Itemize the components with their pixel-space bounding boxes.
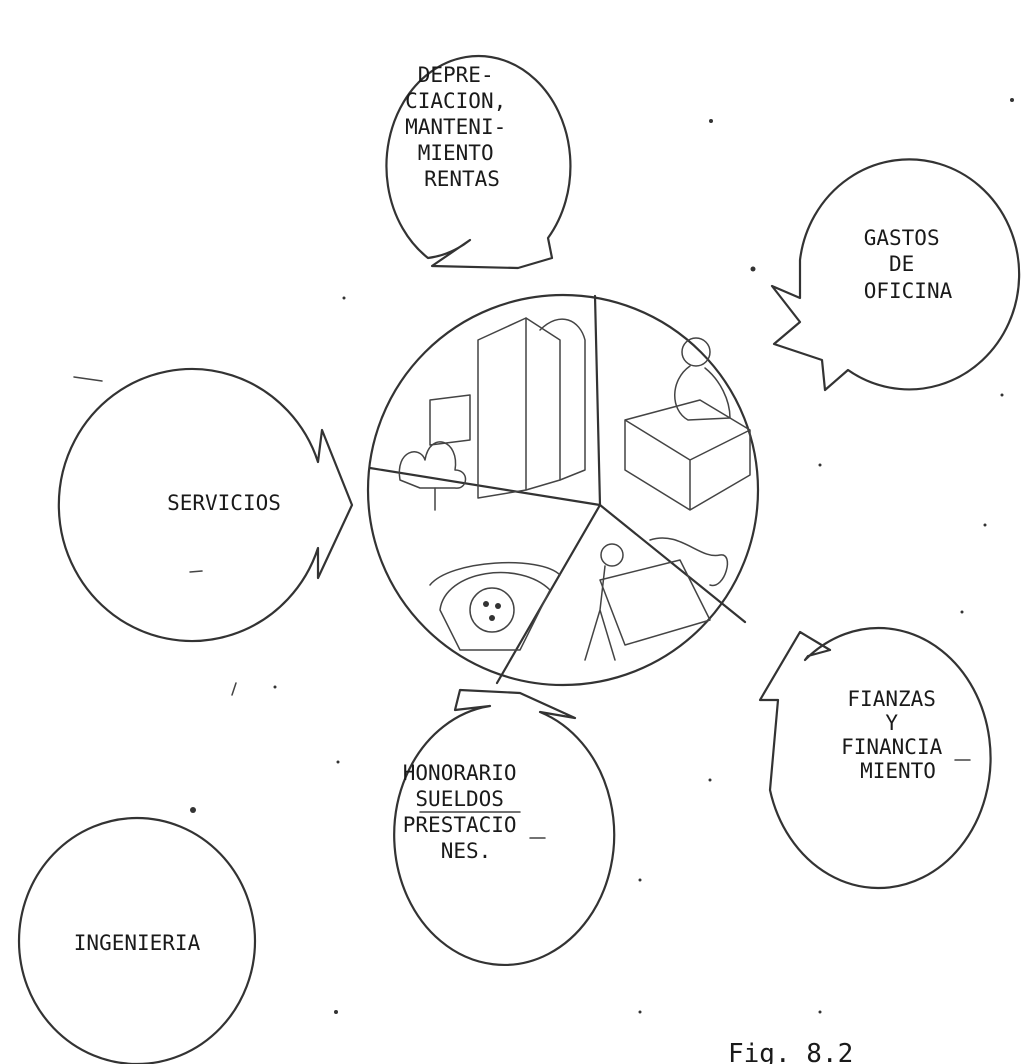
figure-caption: Fig. 8.2 [728,1039,853,1064]
speck [343,297,346,300]
gastos-label: GASTOS DE OFICINA [864,226,953,303]
center-illustration [368,295,758,685]
ingenieria-circle: INGENIERIA [19,818,255,1064]
building-trees-illustration [399,318,585,510]
divider-left [370,468,600,505]
dial-hole-3 [489,615,495,621]
speck [1010,98,1014,102]
rear-building-cloud [540,319,585,480]
tall-building [478,318,526,498]
ingenieria-label: INGENIERIA [74,931,201,955]
phone-handset [430,563,560,585]
fianzas-label: FIANZAS Y FINANCIA MIENTO [841,687,955,783]
speck [709,119,713,123]
fianzas-circle: FIANZAS Y FINANCIA MIENTO [760,628,991,888]
drafting-table [600,560,710,645]
stray-mark [74,377,102,381]
stray-mark [190,571,202,572]
servicios-label: SERVICIOS [167,491,281,515]
divider-right [600,505,745,622]
speck [984,524,987,527]
phone-dial [470,588,514,632]
speck [961,611,964,614]
speck [819,1011,822,1014]
speck [1001,394,1004,397]
speck [751,267,756,272]
servicios-circle: SERVICIOS [59,369,352,641]
gastos-circle: GASTOS DE OFICINA [772,159,1019,390]
person-at-desk-illustration [625,338,750,510]
person-body [675,366,730,420]
person-head [682,338,710,366]
speck [274,686,277,689]
dial-hole-1 [483,601,489,607]
speck [334,1010,338,1014]
divider-top [595,296,600,505]
dial-hole-2 [495,603,501,609]
desk-block [625,400,750,510]
speck [639,1011,642,1014]
fence [430,395,470,445]
depreciacion-label: DEPRE- CIACION, MANTENI- MIENTO RENTAS [405,63,519,191]
speck [639,879,642,882]
speck [337,761,340,764]
speck [190,807,196,813]
depreciacion-circle: DEPRE- CIACION, MANTENI- MIENTO RENTAS [386,56,570,268]
person-with-plans-illustration [585,538,727,660]
speck [819,464,822,467]
phone-body [440,573,550,650]
speck [709,779,712,782]
center-circle-outline [368,295,758,685]
honorario-circle: HONORARIO SUELDOS PRESTACIO NES. [394,690,614,965]
drafter-head [601,544,623,566]
building-side [526,318,560,490]
stray-mark [232,683,236,695]
